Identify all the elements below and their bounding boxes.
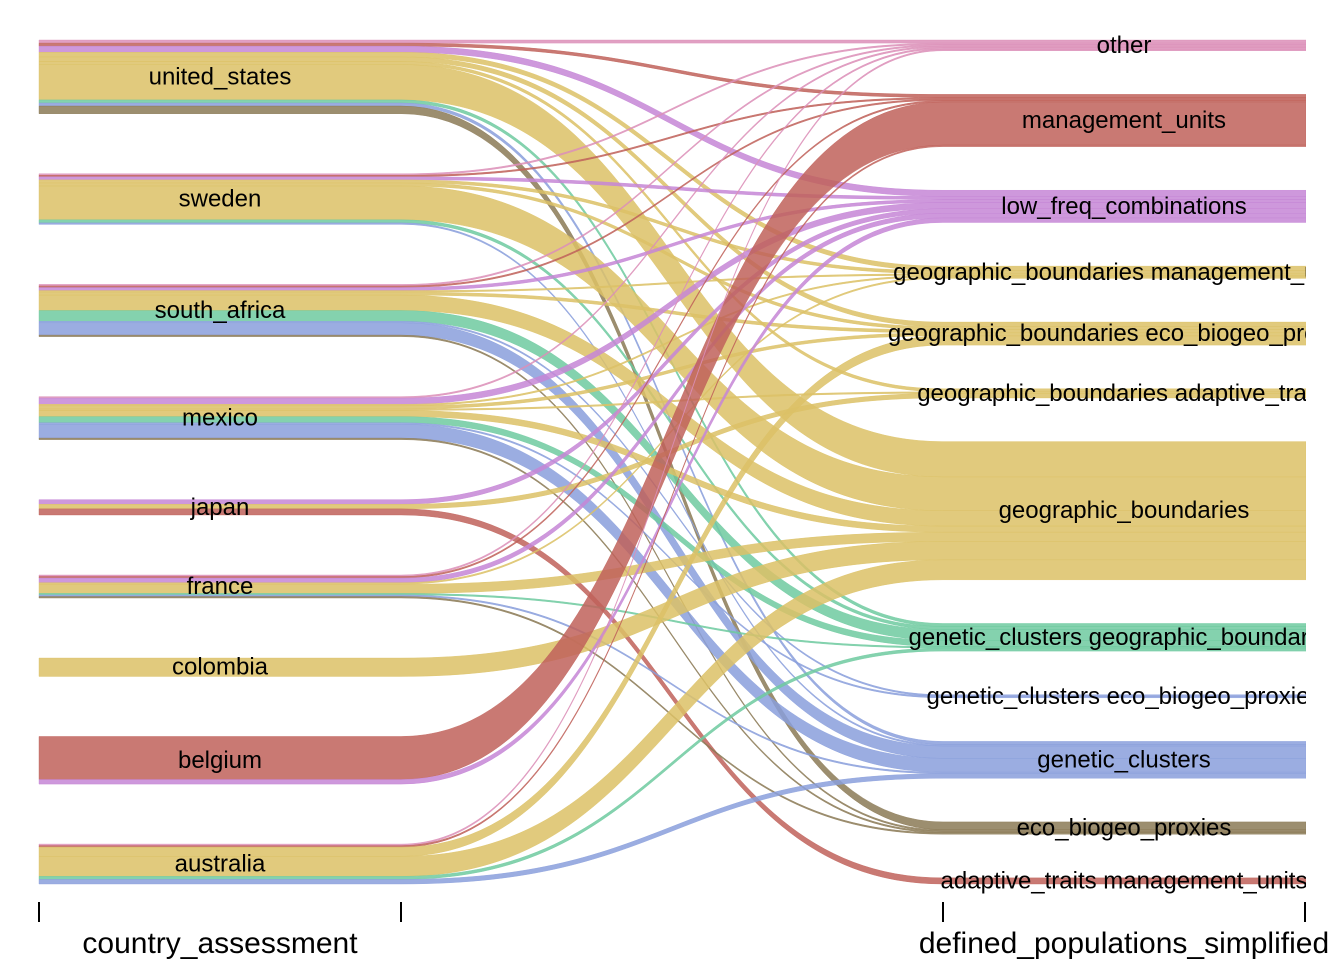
country-label: mexico (182, 405, 258, 432)
flow-band (38, 144, 1306, 848)
category-label: genetic_clusters (1037, 746, 1210, 773)
flow-band (38, 101, 1306, 780)
country-label: australia (175, 851, 266, 878)
flow-band (38, 100, 1306, 579)
flow-band (38, 202, 1306, 405)
category-label: management_units (1022, 107, 1226, 134)
flow-band (38, 559, 1306, 877)
flow-band (38, 437, 1306, 833)
flow-band (38, 647, 1306, 880)
country-label: france (187, 573, 254, 600)
flow-band (38, 773, 1306, 885)
x-axis-label-right: defined_populations_simplified (919, 927, 1329, 960)
category-label: genetic_clusters geographic_boundaries (909, 624, 1340, 651)
country-label: united_states (149, 63, 292, 90)
flow-band (38, 332, 1306, 410)
flow-band (38, 391, 1306, 411)
category-label: low_freq_combinations (1001, 193, 1246, 220)
category-label: genetic_clusters eco_biogeo_proxies (927, 683, 1322, 710)
category-label: eco_biogeo_proxies (1017, 815, 1232, 842)
flow-band (38, 185, 1306, 511)
flow-band (38, 56, 1306, 327)
flow-band (38, 182, 1306, 330)
flow-band (38, 291, 1306, 334)
flow-band (38, 49, 1306, 846)
category-label: geographic_boundaries management_units (893, 259, 1344, 286)
flow-band (38, 45, 1306, 197)
country-label: south_africa (155, 297, 286, 324)
flow-band (38, 273, 1306, 293)
x-axis: country_assessment defined_populations_s… (38, 902, 1329, 960)
flow-band (38, 335, 1306, 857)
flow-band (38, 39, 1306, 44)
country-label: japan (190, 494, 250, 521)
category-label: adaptive_traits management_units (941, 867, 1308, 894)
flow-band (38, 275, 1306, 407)
flow-band (38, 322, 1306, 759)
flow-band (38, 176, 1306, 200)
flow-band (38, 47, 1306, 577)
category-label: geographic_boundaries eco_biogeo_proxies (888, 320, 1344, 347)
flow-band (38, 208, 1306, 505)
country-label: belgium (178, 747, 262, 774)
flow-band (38, 321, 1306, 697)
flow-band (38, 416, 1306, 647)
flow-band (38, 213, 1306, 583)
x-axis-label-left: country_assessment (82, 927, 358, 960)
flow-band (38, 294, 1306, 527)
country-label: colombia (172, 654, 269, 681)
category-label: other (1097, 32, 1152, 59)
flow-band (38, 42, 1306, 98)
flow-band (38, 179, 1306, 275)
flow-band (38, 52, 1306, 271)
country-label: sweden (179, 186, 262, 213)
flow-band (38, 42, 1306, 176)
flow-band (38, 98, 1306, 288)
flow-band (38, 217, 1306, 785)
flow-layer (38, 39, 1306, 885)
flow-band (38, 97, 1306, 177)
flow-band (38, 45, 1306, 399)
flow-band (38, 410, 1306, 533)
category-label: geographic_boundaries (999, 497, 1250, 524)
category-label: geographic_boundaries adaptive_traits (917, 380, 1331, 407)
flow-band (38, 199, 1306, 291)
flow-band (38, 44, 1306, 287)
flow-band (38, 531, 1306, 594)
